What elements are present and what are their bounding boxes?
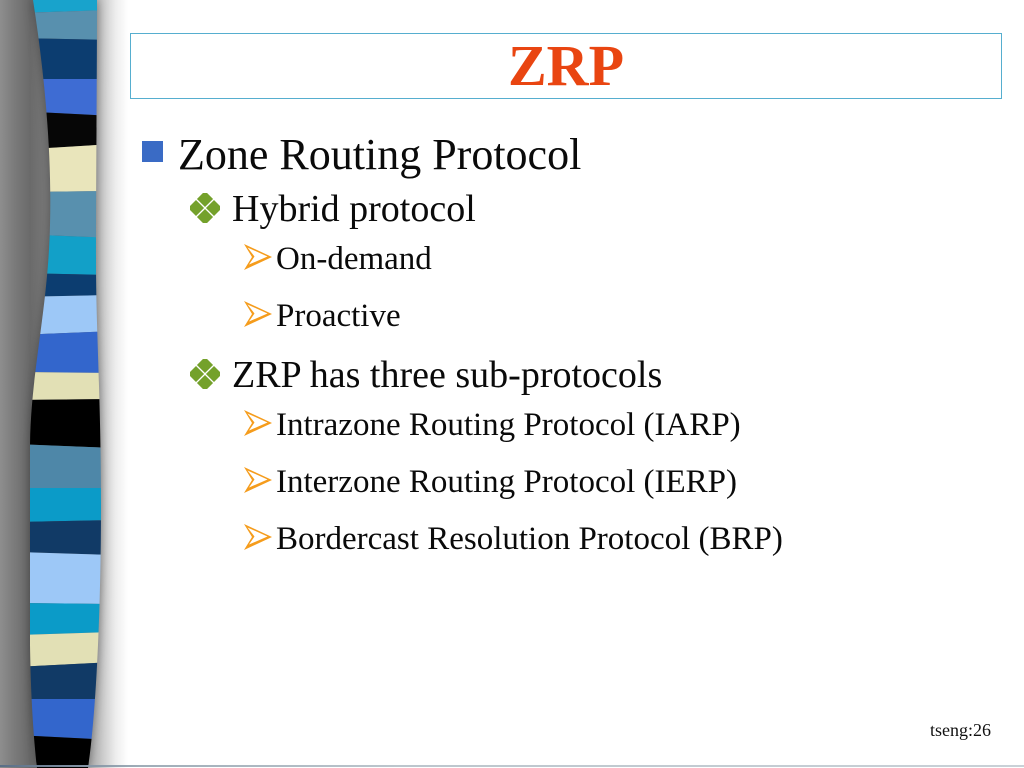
list-item: Proactive <box>244 295 1010 337</box>
arrow-bullet-icon <box>244 297 273 339</box>
bullet-text: Bordercast Resolution Protocol (BRP) <box>276 521 783 558</box>
bullet-text: Zone Routing Protocol <box>178 130 582 179</box>
list-item: Hybrid protocol <box>187 186 1010 236</box>
bullet-text: Intrazone Routing Protocol (IARP) <box>276 406 741 443</box>
list-item: Intrazone Routing Protocol (IARP) <box>244 404 1010 446</box>
arrow-bullet-icon <box>244 240 273 282</box>
slide-title-box: ZRP <box>130 33 1002 99</box>
bullet-text: On-demand <box>276 240 432 277</box>
list-item: Bordercast Resolution Protocol (BRP) <box>244 518 1010 560</box>
list-item: On-demand <box>244 238 1010 280</box>
diamond-bullet-icon <box>187 354 223 402</box>
diamond-bullet-icon <box>187 188 223 236</box>
list-item: ZRP has three sub-protocols <box>187 352 1010 402</box>
bullet-text: Hybrid protocol <box>232 187 476 230</box>
list-item: Zone Routing Protocol <box>142 128 1010 182</box>
ribbon-decoration <box>30 0 101 768</box>
bullet-text: ZRP has three sub-protocols <box>232 354 663 397</box>
square-bullet-icon <box>142 141 163 163</box>
list-item: Interzone Routing Protocol (IERP) <box>244 461 1010 503</box>
bullet-text: Proactive <box>276 297 401 334</box>
slide-number: tseng:26 <box>930 720 991 740</box>
arrow-bullet-icon <box>244 406 273 448</box>
arrow-bullet-icon <box>244 520 273 562</box>
slide-bottom-rule <box>0 765 1024 767</box>
bullet-text: Interzone Routing Protocol (IERP) <box>276 464 738 501</box>
arrow-bullet-icon <box>244 463 273 505</box>
slide-title: ZRP <box>508 33 624 98</box>
